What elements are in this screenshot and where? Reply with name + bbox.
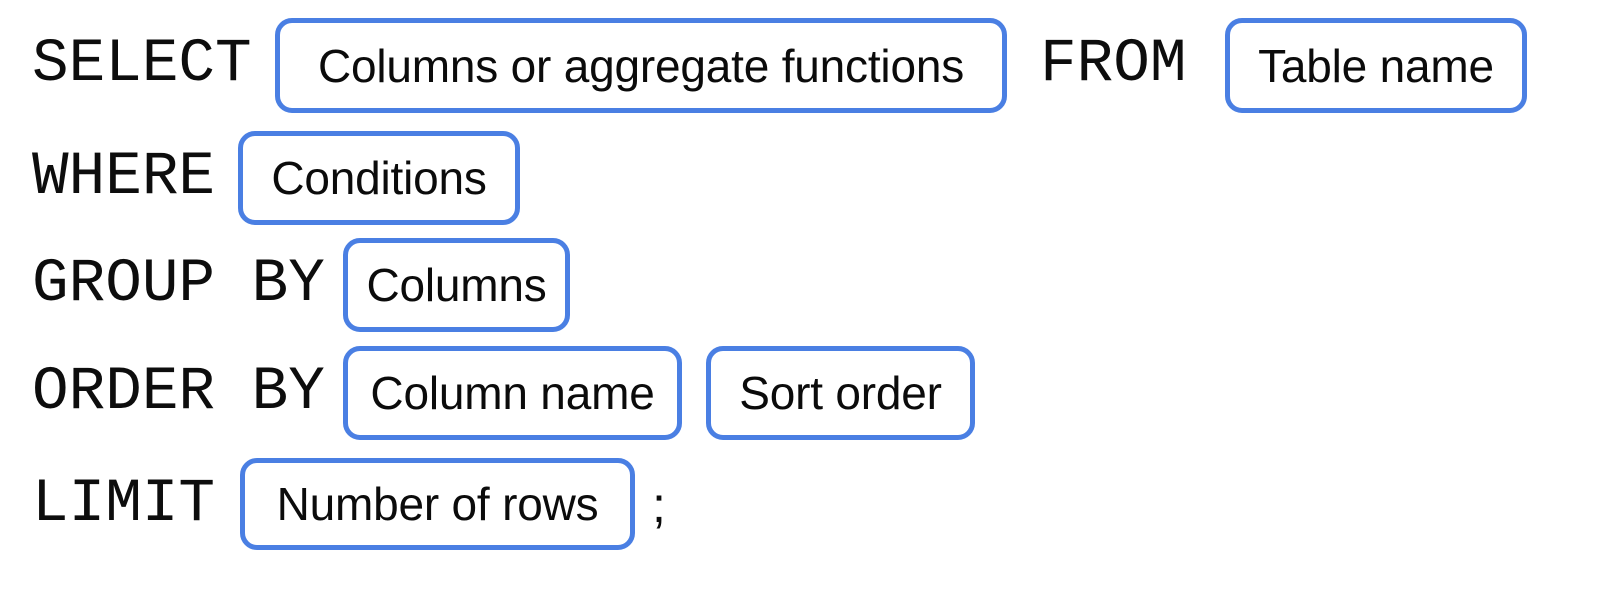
keyword-where: WHERE <box>32 143 216 212</box>
statement-terminator-semicolon: ; <box>652 477 666 533</box>
keyword-from: FROM <box>1040 30 1187 99</box>
slot-limit-number-of-rows-label: Number of rows <box>276 478 599 530</box>
slot-group-by-columns-label: Columns <box>366 259 547 311</box>
slot-order-by-sort-order[interactable]: Sort order <box>706 346 975 440</box>
slot-from-table-name[interactable]: Table name <box>1225 18 1527 113</box>
slot-where-conditions-label: Conditions <box>271 152 487 204</box>
slot-order-by-column-name-label: Column name <box>370 367 655 419</box>
slot-where-conditions[interactable]: Conditions <box>238 131 520 225</box>
slot-group-by-columns[interactable]: Columns <box>343 238 570 332</box>
slot-select-columns[interactable]: Columns or aggregate functions <box>275 18 1007 113</box>
slot-order-by-column-name[interactable]: Column name <box>343 346 682 440</box>
slot-order-by-sort-order-label: Sort order <box>739 367 942 419</box>
keyword-order-by: ORDER BY <box>32 358 325 427</box>
keyword-select: SELECT <box>32 30 252 99</box>
keyword-limit: LIMIT <box>32 470 216 539</box>
slot-from-table-name-label: Table name <box>1258 39 1494 92</box>
keyword-group-by: GROUP BY <box>32 250 325 319</box>
slot-limit-number-of-rows[interactable]: Number of rows <box>240 458 635 550</box>
slot-select-columns-label: Columns or aggregate functions <box>317 39 965 92</box>
